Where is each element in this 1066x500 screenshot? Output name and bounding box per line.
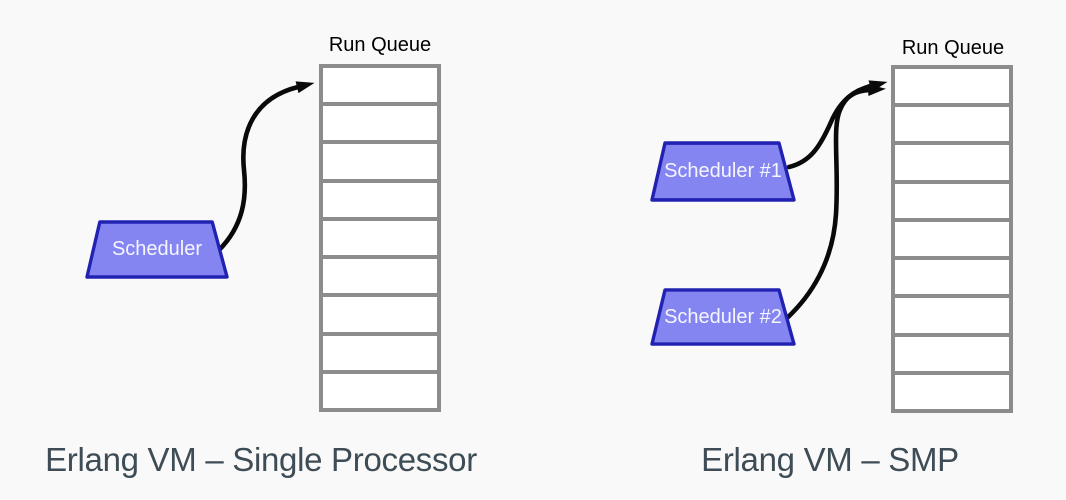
run-queue-cell [891,103,1013,146]
run-queue-cell [891,141,1013,184]
arrow-scheduler1-to-queue-right [786,80,888,170]
scheduler-smp-1: Scheduler #1 [650,141,796,202]
run-queue-cell [891,65,1013,108]
run-queue-cell [319,216,441,260]
scheduler-label: Scheduler #1 [664,160,782,182]
scheduler-label: Scheduler [111,238,203,260]
run-queue-cell [319,140,441,183]
run-queue-cell [891,332,1013,375]
run-queue-right [891,65,1013,413]
scheduler-label: Scheduler #2 [664,305,782,328]
arrow-scheduler-to-queue-left [216,81,315,253]
trapezoid-shape [85,220,229,279]
run-queue-cell [891,179,1013,222]
arrow-scheduler2-to-queue-right [783,84,886,322]
run-queue-cell [319,102,441,145]
run-queue-cell [891,370,1013,413]
run-queue-title-right: Run Queue [901,37,1005,59]
run-queue-cell [319,293,441,336]
run-queue-cell [319,64,441,107]
caption-single-processor: Erlang VM – Single Processor [45,441,477,478]
run-queue-cell [319,369,441,412]
scheduler-single: Scheduler [85,220,229,279]
run-queue-title-left: Run Queue [328,34,432,56]
run-queue-cell [891,256,1013,299]
caption-smp: Erlang VM – SMP [701,441,959,478]
run-queue-cell [891,217,1013,261]
run-queue-cell [319,255,441,298]
run-queue-cell [319,178,441,221]
trapezoid-shape [650,288,796,346]
run-queue-cell [319,331,441,374]
run-queue-left [319,64,441,412]
run-queue-cell [891,294,1013,337]
scheduler-smp-2: Scheduler #2 [650,288,796,346]
